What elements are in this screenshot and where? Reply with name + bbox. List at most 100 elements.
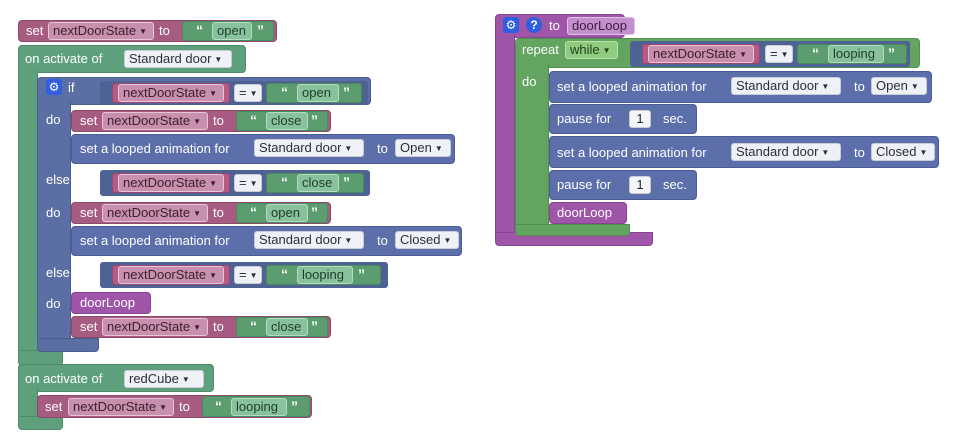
to-keyword: to: [213, 113, 224, 128]
to-keyword: to: [179, 399, 190, 414]
open-quote: “: [215, 398, 222, 414]
procedure-name: doorLoop: [80, 295, 135, 310]
sec-label: sec.: [663, 177, 687, 192]
repeat-keyword: repeat: [522, 42, 559, 57]
variable-dropdown[interactable]: nextDoorState▼: [102, 318, 208, 336]
string-value[interactable]: open: [297, 84, 339, 102]
object-dropdown[interactable]: redCube▼: [124, 370, 204, 388]
seconds-input[interactable]: 1: [629, 176, 651, 194]
animation-dropdown[interactable]: Closed▼: [871, 143, 935, 161]
repeat-spine: [515, 64, 549, 228]
open-quote: “: [281, 266, 288, 282]
string-value[interactable]: open: [266, 204, 308, 222]
set-looped-animation-label: set a looped animation for: [80, 141, 230, 156]
animation-dropdown[interactable]: Open▼: [871, 77, 927, 95]
event-body-spine: [18, 70, 38, 360]
operator-dropdown[interactable]: =▼: [234, 266, 262, 284]
object-dropdown[interactable]: Standard door▼: [731, 143, 841, 161]
loop-mode-dropdown[interactable]: while▼: [565, 41, 618, 59]
on-activate-label: on activate of: [25, 51, 103, 66]
pause-block[interactable]: [549, 170, 697, 200]
on-activate-label: on activate of: [25, 371, 103, 386]
to-keyword: to: [213, 319, 224, 334]
if-footer: [37, 338, 99, 352]
to-keyword: to: [377, 141, 388, 156]
close-quote: ”: [343, 174, 350, 190]
close-quote: ”: [343, 84, 350, 100]
open-quote: “: [281, 174, 288, 190]
set-looped-animation-label: set a looped animation for: [557, 79, 707, 94]
string-value[interactable]: looping: [828, 45, 884, 63]
procedure-call-block[interactable]: [71, 292, 151, 314]
pause-for-label: pause for: [557, 177, 612, 192]
string-value[interactable]: close: [266, 318, 308, 336]
close-quote: ”: [257, 22, 264, 38]
close-quote: ”: [291, 398, 298, 414]
variable-dropdown[interactable]: nextDoorState▼: [118, 266, 224, 284]
string-value[interactable]: looping: [297, 266, 353, 284]
open-quote: “: [250, 112, 257, 128]
object-dropdown[interactable]: Standard door▼: [254, 139, 364, 157]
operator-dropdown[interactable]: =▼: [234, 174, 262, 192]
set-keyword: set: [26, 23, 44, 38]
procedure-call-block[interactable]: [549, 202, 627, 224]
variable-dropdown[interactable]: nextDoorState▼: [118, 174, 224, 192]
close-quote: ”: [311, 112, 318, 128]
to-keyword: to: [854, 79, 865, 94]
to-keyword: to: [854, 145, 865, 160]
close-quote: ”: [888, 45, 895, 61]
object-dropdown[interactable]: Standard door▼: [731, 77, 841, 95]
set-keyword: set: [80, 205, 98, 220]
to-keyword: to: [549, 18, 560, 33]
do-keyword: do: [522, 74, 537, 89]
open-quote: “: [812, 45, 819, 61]
set-keyword: set: [80, 113, 98, 128]
open-quote: “: [250, 204, 257, 220]
do-keyword: do: [46, 112, 61, 127]
animation-dropdown[interactable]: Open▼: [395, 139, 451, 157]
variable-dropdown[interactable]: nextDoorState▼: [48, 22, 154, 40]
event-footer: [18, 416, 63, 430]
do-keyword: do: [46, 296, 61, 311]
variable-dropdown[interactable]: nextDoorState▼: [648, 45, 754, 63]
set-keyword: set: [45, 399, 63, 414]
variable-dropdown[interactable]: nextDoorState▼: [68, 398, 174, 416]
procedure-name-field[interactable]: doorLoop: [567, 17, 635, 35]
variable-dropdown[interactable]: nextDoorState▼: [102, 112, 208, 130]
set-looped-animation-label: set a looped animation for: [80, 233, 230, 248]
else-if-keyword: else if: [46, 265, 80, 280]
open-quote: “: [196, 22, 203, 38]
pause-block[interactable]: [549, 104, 697, 134]
object-dropdown[interactable]: Standard door▼: [124, 50, 232, 68]
string-value[interactable]: close: [297, 174, 339, 192]
else-if-keyword: else if: [46, 172, 80, 187]
variable-dropdown[interactable]: nextDoorState▼: [118, 84, 224, 102]
to-keyword: to: [377, 233, 388, 248]
if-keyword: if: [68, 80, 75, 95]
sec-label: sec.: [663, 111, 687, 126]
gear-icon[interactable]: ⚙: [503, 17, 519, 33]
seconds-input[interactable]: 1: [629, 110, 651, 128]
close-quote: ”: [358, 266, 365, 282]
operator-dropdown[interactable]: =▼: [765, 45, 793, 63]
close-quote: ”: [311, 204, 318, 220]
pause-for-label: pause for: [557, 111, 612, 126]
gear-icon[interactable]: ⚙: [46, 79, 62, 95]
open-quote: “: [250, 318, 257, 334]
operator-dropdown[interactable]: =▼: [234, 84, 262, 102]
object-dropdown[interactable]: Standard door▼: [254, 231, 364, 249]
procedure-name: doorLoop: [557, 205, 612, 220]
string-value[interactable]: close: [266, 112, 308, 130]
set-keyword: set: [80, 319, 98, 334]
close-quote: ”: [311, 318, 318, 334]
open-quote: “: [281, 84, 288, 100]
animation-dropdown[interactable]: Closed▼: [395, 231, 459, 249]
variable-dropdown[interactable]: nextDoorState▼: [102, 204, 208, 222]
string-value[interactable]: open: [212, 22, 252, 40]
to-keyword: to: [159, 23, 170, 38]
procedure-spine: [495, 34, 515, 234]
help-icon[interactable]: ?: [526, 17, 542, 33]
do-keyword: do: [46, 205, 61, 220]
string-value[interactable]: looping: [231, 398, 287, 416]
to-keyword: to: [213, 205, 224, 220]
